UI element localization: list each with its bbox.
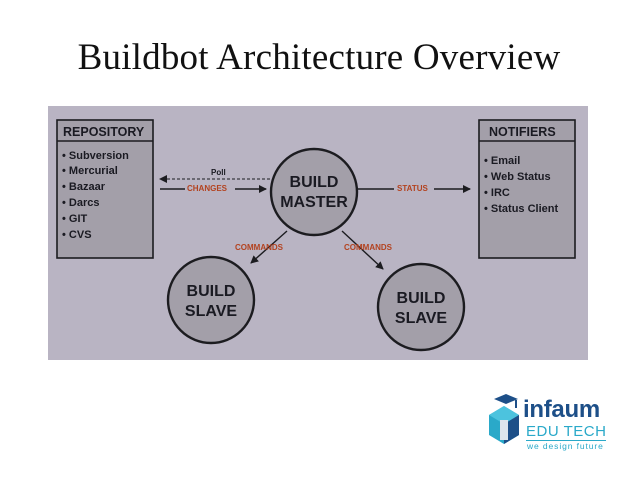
logo-tagline: we design future	[527, 441, 604, 451]
notifiers-item: • Web Status	[484, 171, 551, 183]
commands-left-label: COMMANDS	[235, 243, 284, 252]
build-slave-left-node: BUILD SLAVE	[166, 255, 256, 345]
build-slave-right-line1: BUILD	[397, 290, 446, 307]
repository-item: • Subversion	[62, 150, 129, 162]
slide-title: Buildbot Architecture Overview	[77, 37, 561, 78]
changes-label-backdrop	[185, 182, 235, 193]
notifiers-item: • Email	[484, 155, 520, 167]
build-master-node: BUILD MASTER	[269, 147, 359, 237]
poll-label: Poll	[211, 168, 226, 177]
logo-icon	[489, 394, 519, 444]
status-label: STATUS	[397, 184, 428, 193]
repository-item: • Mercurial	[62, 165, 118, 177]
notifiers-item: • Status Client	[484, 203, 558, 215]
build-master-line1: BUILD	[290, 174, 339, 191]
build-slave-left-line1: BUILD	[187, 283, 236, 300]
status-label-backdrop	[394, 182, 434, 193]
repository-box-frame	[56, 119, 154, 259]
logo-subtitle: EDU TECH	[526, 423, 607, 440]
repository-item: • Darcs	[62, 197, 100, 209]
logo-rule	[526, 440, 606, 441]
build-master-line2: MASTER	[280, 194, 348, 211]
repository-item: • CVS	[62, 229, 92, 241]
repository-item: • Bazaar	[62, 181, 106, 193]
build-slave-right-node: BUILD SLAVE	[376, 262, 466, 352]
changes-label: CHANGES	[187, 184, 228, 193]
build-slave-left-circle	[166, 255, 256, 345]
repository-title: REPOSITORY	[63, 125, 145, 139]
infaum-logo: infaum EDU TECH we design future	[486, 394, 612, 458]
architecture-diagram: REPOSITORY • Subversion • Mercurial • Ba…	[48, 106, 588, 360]
build-master-circle	[269, 147, 359, 237]
diagram-svg: REPOSITORY • Subversion • Mercurial • Ba…	[48, 106, 588, 360]
notifiers-box: NOTIFIERS • Email • Web Status • IRC • S…	[478, 119, 576, 259]
repository-box: REPOSITORY • Subversion • Mercurial • Ba…	[56, 119, 154, 259]
commands-right-edge	[341, 230, 384, 270]
repository-item: • GIT	[62, 213, 88, 225]
commands-right-label: COMMANDS	[344, 243, 393, 252]
logo-name: infaum	[523, 396, 600, 423]
notifiers-item: • IRC	[484, 187, 510, 199]
notifiers-box-frame	[478, 119, 576, 259]
build-slave-right-circle	[376, 262, 466, 352]
notifiers-title: NOTIFIERS	[489, 125, 556, 139]
commands-left-edge	[250, 230, 288, 264]
build-slave-left-line2: SLAVE	[185, 303, 237, 320]
build-slave-right-line2: SLAVE	[395, 310, 447, 327]
